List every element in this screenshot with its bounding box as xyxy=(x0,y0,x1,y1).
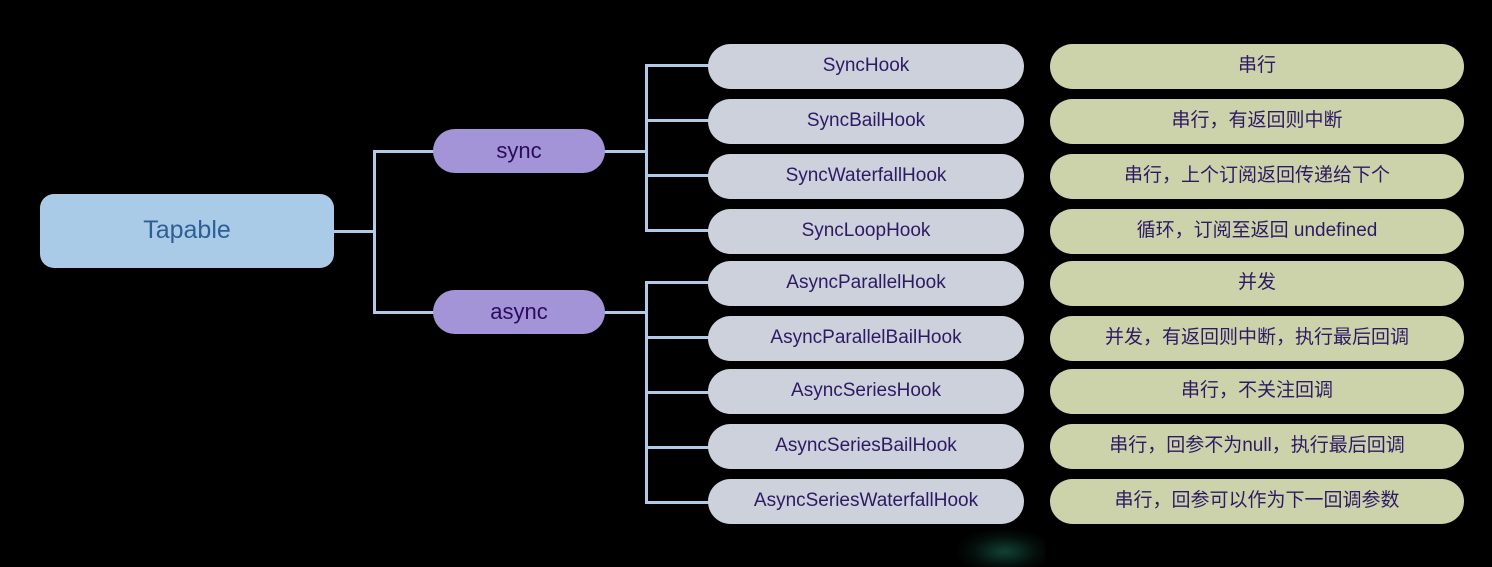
connector-trunk-to-async xyxy=(373,311,435,314)
connector-async-child-2 xyxy=(645,336,711,339)
connector-async-child-5 xyxy=(645,501,711,504)
node-hook-asyncserieshook[interactable]: AsyncSeriesHook xyxy=(708,369,1024,414)
connector-root-stub xyxy=(332,230,376,233)
node-hook-asyncparallelhook[interactable]: AsyncParallelHook xyxy=(708,261,1024,306)
node-desc-syncloophook[interactable]: 循环，订阅至返回 undefined xyxy=(1050,209,1464,254)
connector-async-child-3 xyxy=(645,391,711,394)
node-group-async[interactable]: async xyxy=(433,290,605,334)
node-desc-synchook[interactable]: 串行 xyxy=(1050,44,1464,89)
node-desc-asyncserieswaterfallhook[interactable]: 串行，回参可以作为下一回调参数 xyxy=(1050,479,1464,524)
connector-async-child-4 xyxy=(645,446,711,449)
connector-sync-child-1 xyxy=(645,64,711,67)
node-hook-asyncseriesbailhook[interactable]: AsyncSeriesBailHook xyxy=(708,424,1024,469)
connector-sync-child-4 xyxy=(645,229,711,232)
node-hook-synchook[interactable]: SyncHook xyxy=(708,44,1024,89)
node-hook-asyncparallelbailhook[interactable]: AsyncParallelBailHook xyxy=(708,316,1024,361)
node-root-tapable[interactable]: Tapable xyxy=(40,194,334,268)
connector-sync-child-2 xyxy=(645,119,711,122)
connector-sync-stub xyxy=(604,150,648,153)
connector-async-child-1 xyxy=(645,281,711,284)
watermark-smudge xyxy=(955,528,1045,567)
node-hook-syncbailhook[interactable]: SyncBailHook xyxy=(708,99,1024,144)
node-desc-syncbailhook[interactable]: 串行，有返回则中断 xyxy=(1050,99,1464,144)
node-desc-asyncparallelhook[interactable]: 并发 xyxy=(1050,261,1464,306)
node-desc-asyncseriesbailhook[interactable]: 串行，回参不为null，执行最后回调 xyxy=(1050,424,1464,469)
connector-async-stub xyxy=(604,311,648,314)
node-hook-asyncserieswaterfallhook[interactable]: AsyncSeriesWaterfallHook xyxy=(708,479,1024,524)
node-desc-syncwaterfallhook[interactable]: 串行，上个订阅返回传递给下个 xyxy=(1050,154,1464,199)
node-desc-asyncparallelbailhook[interactable]: 并发，有返回则中断，执行最后回调 xyxy=(1050,316,1464,361)
connector-root-trunk xyxy=(373,150,376,314)
node-desc-asyncserieshook[interactable]: 串行，不关注回调 xyxy=(1050,369,1464,414)
node-hook-sviewlophook[interactable]: SyncLoopHook xyxy=(708,209,1024,254)
node-group-sync[interactable]: sync xyxy=(433,129,605,173)
node-hook-syncwaterfallhook[interactable]: SyncWaterfallHook xyxy=(708,154,1024,199)
connector-trunk-to-sync xyxy=(373,150,435,153)
connector-sync-trunk xyxy=(645,64,648,232)
connector-sync-child-3 xyxy=(645,174,711,177)
